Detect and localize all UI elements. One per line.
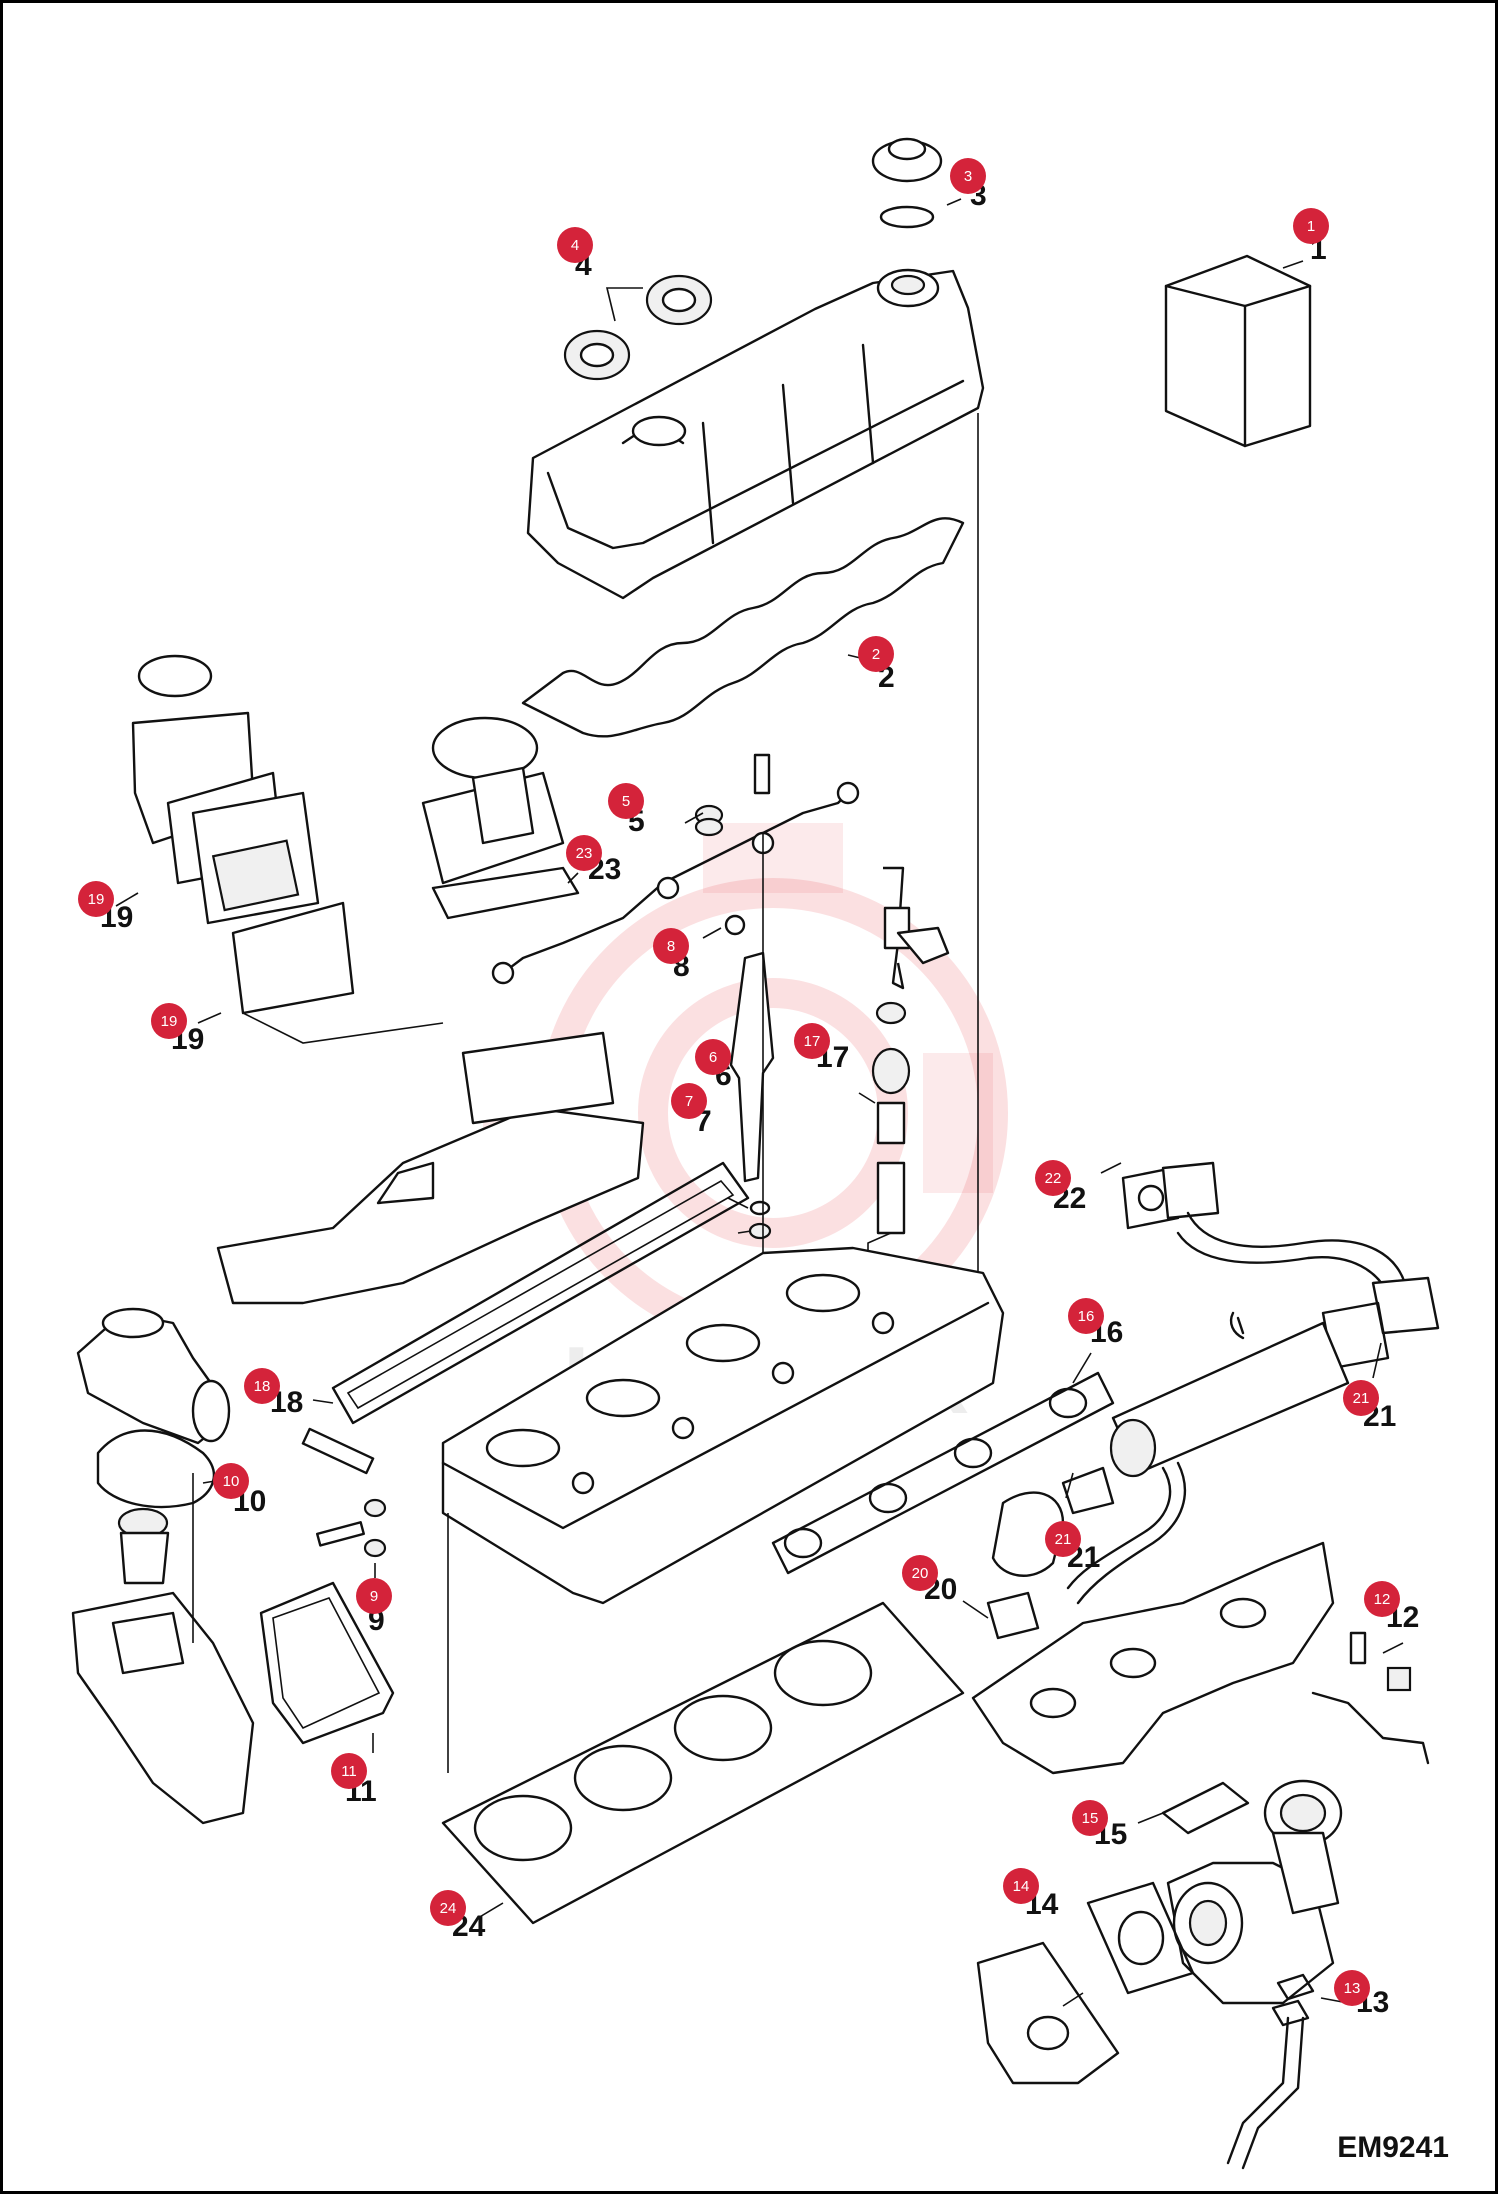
callout-badge: 22 [1035,1160,1071,1196]
callout-badge: 9 [356,1578,392,1614]
callout-badge: 18 [244,1368,280,1404]
oil-filler-cap [871,137,943,229]
callout-badge: 2 [858,636,894,672]
gasket-kit-box [1164,254,1312,448]
bypass-hose-fittings [301,1427,387,1558]
callout-badge: 16 [1068,1298,1104,1334]
cylinder-head [441,1246,1005,1773]
callout-badge: 14 [1003,1868,1039,1904]
valve-cover-seals [563,274,713,381]
egr-cooler-pipe [1066,1161,1440,1605]
turbocharger [1166,1779,1343,2005]
valve-cover [526,268,985,600]
leader-lines [115,198,1404,2007]
callout-badge: 12 [1364,1581,1400,1617]
callout-badge: 19 [151,1003,187,1039]
diagram-code: EM9241 [1337,2131,1449,2164]
leak-off-pipe [491,753,860,985]
thermostat-outlet [421,716,580,920]
intake-heater-assembly [131,654,444,1044]
callout-badge: 4 [557,227,593,263]
oil-drain-gaskets [1226,1973,1315,2170]
callout-badge: 1 [1293,208,1329,244]
exploded-parts-drawing: LAGOEX [71,137,1440,2170]
turbo-outlet-gasket [976,1881,1195,2085]
callout-badge: 20 [902,1555,938,1591]
water-inlet-elbow [76,1307,231,1445]
exhaust-manifold-gasket [771,1371,1115,1575]
thermostat-housing-gasket [259,1581,395,1745]
intake-manifold [216,1031,645,1305]
callout-badge: 21 [1045,1521,1081,1557]
exhaust-manifold [971,1541,1335,1775]
head-gasket [441,1601,965,1925]
callout-badge: 7 [671,1083,707,1119]
callout-badge: 6 [695,1039,731,1075]
intake-gasket [331,1161,750,1425]
callout-badge: 11 [331,1753,367,1789]
callout-badge: 3 [950,158,986,194]
callout-badge: 21 [1343,1380,1379,1416]
callout-badge: 24 [430,1890,466,1926]
callout-badge: 5 [608,783,644,819]
callout-badge: 17 [794,1023,830,1059]
callout-badge: 15 [1072,1800,1108,1836]
valve-cover-gasket [521,517,965,738]
injection-pump-element [867,866,950,1313]
callout-badge: 10 [213,1463,249,1499]
turbo-gasket [1161,1781,1250,1835]
fuel-injector [729,833,775,1333]
egr-elbow [986,1466,1115,1640]
callout-badge: 19 [78,881,114,917]
callout-badge: 23 [566,835,602,871]
callout-badge: 13 [1334,1970,1370,2006]
thermostat-assembly [71,1429,255,1825]
callout-badge: 8 [653,928,689,964]
